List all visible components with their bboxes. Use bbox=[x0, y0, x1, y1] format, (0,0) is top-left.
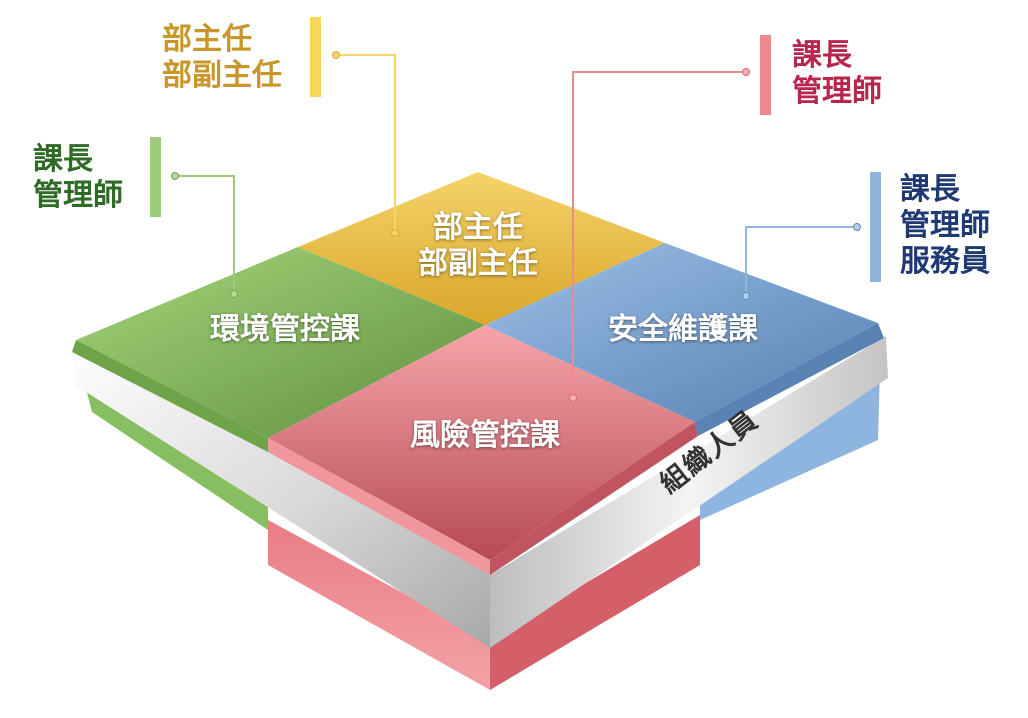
leader-line-blue bbox=[745, 226, 857, 296]
leader-dot-gold-start bbox=[332, 51, 340, 59]
pink-slab-side-right bbox=[490, 515, 700, 690]
tile-label-front-line-1: 風險管控課 bbox=[410, 418, 560, 453]
tile-label-right-line-1: 安全維護課 bbox=[608, 312, 758, 347]
callout-green-line-1: 課長 bbox=[33, 142, 93, 177]
leader-dot-green-end bbox=[230, 290, 238, 298]
callout-bar-green bbox=[150, 137, 161, 217]
leader-line-green bbox=[175, 175, 235, 294]
callout-blue-line-3: 服務員 bbox=[900, 244, 990, 279]
callout-pink: 課長 管理師 bbox=[792, 38, 882, 110]
silver-band-right bbox=[490, 336, 888, 648]
leader-dot-gold-end bbox=[391, 229, 399, 237]
pink-slab-side-left bbox=[268, 520, 490, 690]
tile-left-green-edge bbox=[72, 340, 268, 452]
callout-bar-pink bbox=[760, 35, 771, 115]
silver-band-left bbox=[72, 342, 490, 648]
callout-pink-line-1: 課長 bbox=[792, 38, 852, 73]
callout-gold-line-1: 部主任 bbox=[162, 22, 252, 57]
tile-front-pink-edge-left bbox=[268, 438, 490, 575]
tile-left-green bbox=[76, 247, 485, 438]
leader-line-gold bbox=[336, 54, 396, 233]
callout-blue-line-2: 管理師 bbox=[900, 208, 990, 243]
leader-dot-green-start bbox=[171, 172, 179, 180]
callout-green: 課長 管理師 bbox=[33, 142, 123, 214]
callout-blue: 課長 管理師 服務員 bbox=[900, 172, 990, 280]
tile-label-top-line-2: 部副主任 bbox=[418, 246, 538, 281]
tile-front-pink bbox=[268, 325, 695, 560]
callout-bar-gold bbox=[310, 17, 321, 97]
tile-label-right: 安全維護課 bbox=[588, 312, 778, 348]
callout-pink-line-2: 管理師 bbox=[792, 74, 882, 109]
callout-gold-line-2: 部副主任 bbox=[162, 58, 282, 93]
leader-line-pink bbox=[572, 71, 746, 398]
callout-gold: 部主任 部副主任 bbox=[162, 22, 282, 94]
leader-dot-blue-end bbox=[742, 292, 750, 300]
tile-label-top-line-1: 部主任 bbox=[433, 210, 523, 245]
leader-dot-blue-start bbox=[853, 223, 861, 231]
leader-dot-pink-end bbox=[569, 394, 577, 402]
tile-front-pink-edge-right bbox=[490, 422, 698, 575]
tile-label-left-line-1: 環境管控課 bbox=[210, 312, 360, 347]
tile-right-blue-edge bbox=[695, 323, 884, 436]
tile-label-top: 部主任 部副主任 bbox=[398, 210, 558, 282]
tile-label-front: 風險管控課 bbox=[390, 418, 580, 454]
leader-dot-pink-start bbox=[742, 68, 750, 76]
callout-green-line-2: 管理師 bbox=[33, 178, 123, 213]
callout-bar-blue bbox=[870, 172, 881, 282]
tile-label-left: 環境管控課 bbox=[190, 312, 380, 348]
callout-blue-line-1: 課長 bbox=[900, 172, 960, 207]
tile-right-blue bbox=[485, 243, 878, 422]
